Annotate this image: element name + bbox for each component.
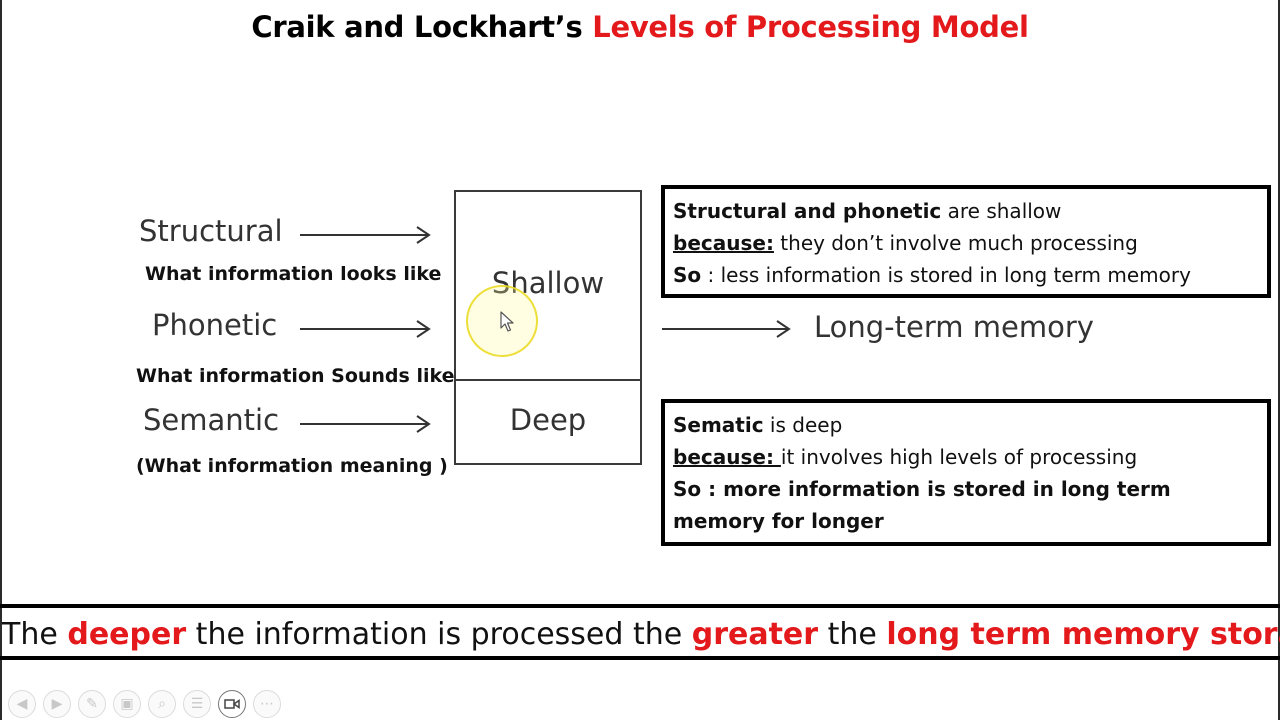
deep-line-1: Sematic is deep xyxy=(673,409,1259,441)
arrow-structural-icon xyxy=(300,226,431,244)
video-icon[interactable] xyxy=(218,690,246,718)
presentation-toolbar: ◀ ▶ ✎ ▣ ⌕ ☰ ⋯ xyxy=(8,690,281,718)
menu-icon[interactable]: ☰ xyxy=(183,690,211,718)
conclusion-text: The deeper the information is processed … xyxy=(2,617,1280,652)
deep-line-1-bold: Sematic xyxy=(673,413,764,437)
arrow-semantic-icon xyxy=(300,415,431,433)
mouse-pointer-icon xyxy=(500,311,514,332)
shallow-line-2-bold: because: xyxy=(673,231,774,255)
deep-line-1-rest: is deep xyxy=(763,413,843,437)
arrow-to-ltm-icon xyxy=(662,320,791,338)
right-frame-edge xyxy=(1278,0,1280,720)
prev-icon[interactable]: ◀ xyxy=(8,690,36,718)
pen-icon[interactable]: ✎ xyxy=(78,690,106,718)
title-red: Levels of Processing Model xyxy=(592,10,1029,44)
title-black: Craik and Lockhart’s xyxy=(251,10,583,44)
arrow-phonetic-icon xyxy=(300,320,431,338)
deep-line-2-bold: because: xyxy=(673,445,781,469)
banner-greater: greater xyxy=(691,617,819,652)
next-icon[interactable]: ▶ xyxy=(43,690,71,718)
processing-depth-box: Shallow Deep xyxy=(454,190,642,465)
shallow-line-3-bold: So xyxy=(673,263,702,287)
deep-line-2: because: it involves high levels of proc… xyxy=(673,441,1259,473)
shallow-line-1-bold: Structural and phonetic xyxy=(673,199,942,223)
level-phonetic-label: Phonetic xyxy=(152,308,278,342)
banner-part-1: The xyxy=(2,617,68,652)
deep-line-2-rest: it involves high levels of processing xyxy=(780,445,1138,469)
level-semantic-label: Semantic xyxy=(143,403,280,437)
deep-info-box: Sematic is deep because: it involves hig… xyxy=(661,399,1271,546)
left-frame-edge xyxy=(0,0,2,720)
deep-line-4: memory for longer xyxy=(673,509,884,533)
shallow-line-1-rest: are shallow xyxy=(941,199,1062,223)
more-icon[interactable]: ⋯ xyxy=(253,690,281,718)
slide-title: Craik and Lockhart’s Levels of Processin… xyxy=(0,10,1280,44)
slides-icon[interactable]: ▣ xyxy=(113,690,141,718)
banner-part-5: the xyxy=(818,617,887,652)
video-camera-icon xyxy=(224,699,240,709)
zoom-icon[interactable]: ⌕ xyxy=(148,690,176,718)
deep-line-3: So : more information is stored in long … xyxy=(673,477,1171,501)
shallow-line-2-rest: they don’t involve much processing xyxy=(773,231,1138,255)
shallow-line-2: because: they don’t involve much process… xyxy=(673,227,1259,259)
long-term-memory-label: Long-term memory xyxy=(814,310,1094,344)
deep-label: Deep xyxy=(509,403,587,437)
level-semantic-description: (What information meaning ) xyxy=(136,455,448,477)
level-structural-description: What information looks like xyxy=(145,263,442,285)
shallow-info-box: Structural and phonetic are shallow beca… xyxy=(661,185,1271,298)
banner-part-3: the information is processed the xyxy=(186,617,692,652)
banner-deeper: deeper xyxy=(67,617,187,652)
shallow-line-3: So : less information is stored in long … xyxy=(673,259,1259,291)
banner-ltm-storage: long term memory storage xyxy=(886,617,1280,652)
level-phonetic-description: What information Sounds like xyxy=(136,365,455,387)
depth-divider xyxy=(456,379,640,381)
level-structural-label: Structural xyxy=(139,214,283,248)
shallow-line-3-rest: : less information is stored in long ter… xyxy=(701,263,1191,287)
shallow-line-1: Structural and phonetic are shallow xyxy=(673,195,1259,227)
conclusion-banner: The deeper the information is processed … xyxy=(0,604,1280,660)
